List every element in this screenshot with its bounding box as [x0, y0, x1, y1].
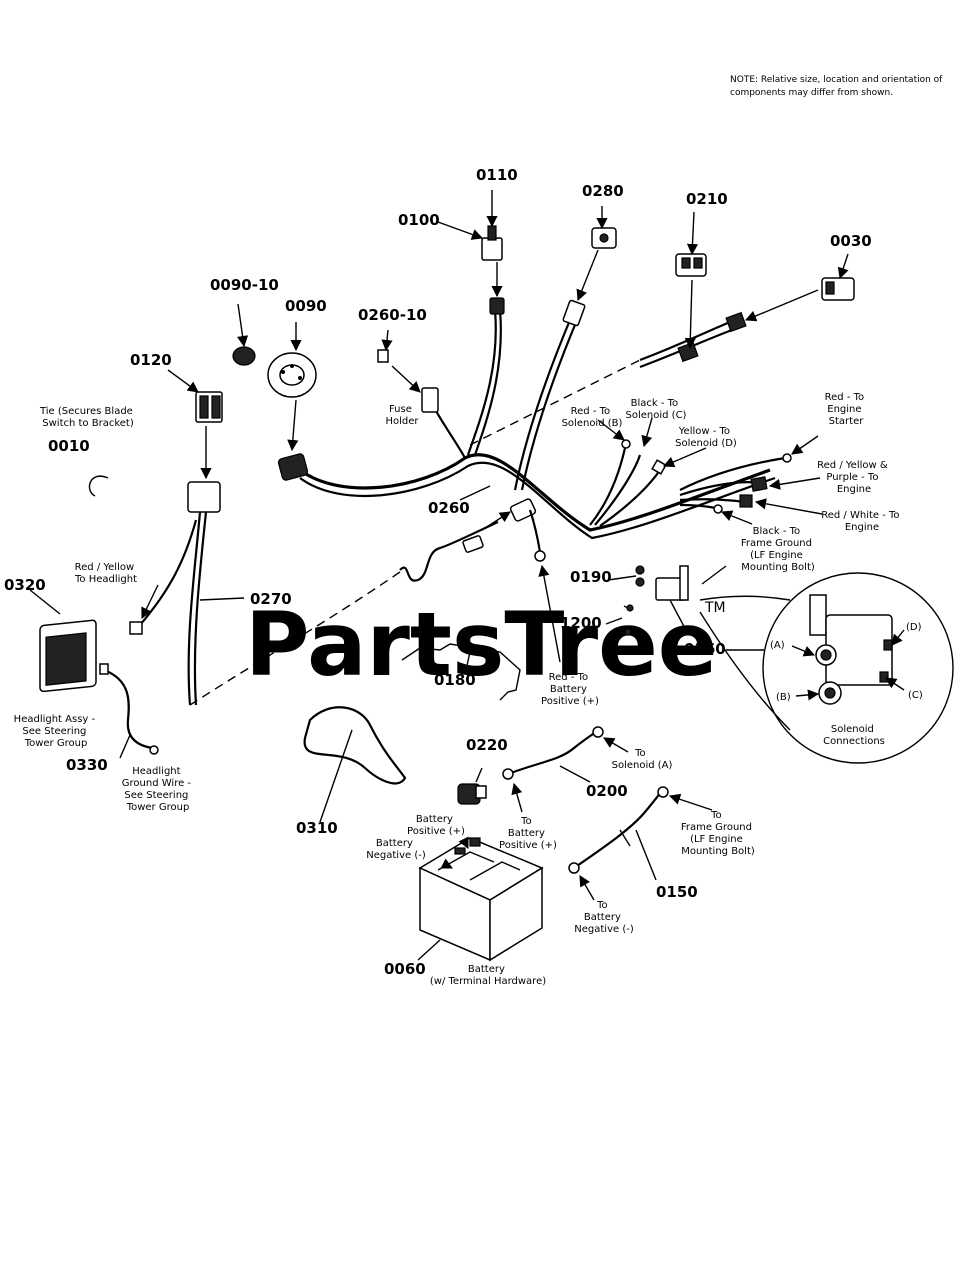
note-line-2: components may differ from shown. — [730, 88, 893, 98]
label-battery: Battery (w/ Terminal Hardware) — [430, 964, 546, 987]
label-red-battery-pos: Red - To Battery Positive (+) — [541, 672, 599, 707]
blade-switch — [195, 391, 223, 423]
label-to-frame-ground: To Frame Ground (LF Engine Mounting Bolt… — [681, 810, 755, 857]
label-battery-negative: Battery Negative (-) — [366, 838, 426, 861]
connector-0210 — [675, 253, 707, 277]
solenoid-connections-detail — [699, 572, 954, 764]
tie-shape — [88, 475, 109, 497]
part-num-0180: 0180 — [434, 671, 476, 689]
label-red-solenoid-b: Red - To Solenoid (B) — [562, 406, 623, 429]
connector-0030-plug — [725, 311, 747, 333]
label-fuse-holder: Fuse Holder — [385, 404, 419, 427]
part-num-0260-10: 0260-10 — [358, 306, 427, 324]
watermark-tm: TM — [704, 600, 726, 616]
cable-0200 — [507, 731, 597, 776]
part-num-0310: 0310 — [296, 819, 338, 837]
part-num-0260: 0260 — [428, 499, 470, 517]
label-headlight-assy: Headlight Assy - See Steering Tower Grou… — [14, 714, 99, 749]
label-battery-positive: Battery Positive (+) — [407, 814, 465, 837]
headlight-assy — [39, 619, 97, 693]
label-sol-b: (B) — [776, 692, 791, 703]
fuse-holder-shape — [421, 387, 439, 413]
part-num-0280: 0280 — [582, 182, 624, 200]
label-red-engine-starter: Red - To Engine Starter — [825, 392, 868, 427]
part-num-0190: 0190 — [570, 568, 612, 586]
label-red-yellow-purple: Red / Yellow & Purple - To Engine — [817, 460, 891, 495]
solenoid-0160 — [635, 565, 689, 601]
label-sol-a: (A) — [770, 640, 785, 651]
screws-1200 — [621, 604, 634, 636]
terminal-boot-0220 — [457, 783, 487, 805]
watermark: PartsTree TM — [245, 593, 726, 696]
note-line-1: NOTE: Relative size, location and orient… — [730, 75, 943, 85]
part-num-0030: 0030 — [830, 232, 872, 250]
part-num-0270: 0270 — [250, 590, 292, 608]
part-num-0220: 0220 — [466, 736, 508, 754]
connector-0280-plug — [562, 299, 586, 327]
label-headlight-ground: Headlight Ground Wire - See Steering Tow… — [122, 766, 194, 813]
label-black-frame-ground: Black - To Frame Ground (LF Engine Mount… — [741, 526, 815, 573]
label-red-white-engine: Red / White - To Engine — [821, 510, 902, 533]
part-num-0200: 0200 — [586, 782, 628, 800]
label-to-battery-neg: To Battery Negative (-) — [574, 900, 634, 935]
relay-0280 — [591, 227, 617, 249]
battery-0060 — [418, 837, 544, 962]
label-tie: Tie (Secures Blade Switch to Bracket) — [39, 406, 136, 429]
connector-0100 — [481, 225, 503, 261]
connector-0270-shape — [187, 481, 221, 513]
label-to-solenoid-a: To Solenoid (A) — [612, 748, 673, 771]
part-num-0330: 0330 — [66, 756, 108, 774]
part-num-0160: 0160 — [684, 640, 726, 658]
part-num-1200: 1200 — [560, 614, 602, 632]
ignition-switch — [267, 352, 317, 481]
part-numbers: 0010 0030 0060 0090 0090-10 0100 0110 01… — [4, 166, 872, 978]
part-num-0100: 0100 — [398, 211, 440, 229]
label-red-yellow-headlight: Red / Yellow To Headlight — [74, 562, 137, 585]
part-num-0090: 0090 — [285, 297, 327, 315]
label-sol-c: (C) — [908, 690, 923, 701]
bracket-0180 — [401, 643, 521, 701]
part-num-0210: 0210 — [686, 190, 728, 208]
cable-0150 — [573, 789, 663, 869]
part-num-0060: 0060 — [384, 960, 426, 978]
label-to-battery-pos: To Battery Positive (+) — [499, 816, 557, 851]
label-solenoid-connections: Solenoid Connections — [823, 724, 885, 747]
label-black-solenoid-c: Black - To Solenoid (C) — [626, 398, 687, 421]
ignition-key — [232, 346, 256, 366]
headlight-ground-wire — [103, 668, 153, 750]
part-num-0010: 0010 — [48, 437, 90, 455]
part-num-0090-10: 0090-10 — [210, 276, 279, 294]
part-num-0110: 0110 — [476, 166, 518, 184]
label-yellow-solenoid-d: Yellow - To Solenoid (D) — [675, 426, 737, 449]
part-num-0320: 0320 — [4, 576, 46, 594]
leader-lines — [29, 190, 905, 961]
connector-0110-plug — [489, 297, 505, 315]
callout-labels: Tie (Secures Blade Switch to Bracket) Fu… — [14, 392, 923, 987]
watermark-text: PartsTree — [245, 593, 717, 696]
part-num-0150: 0150 — [656, 883, 698, 901]
label-sol-d: (D) — [906, 622, 922, 633]
fuse-0260-10 — [377, 349, 389, 363]
connector-0030 — [821, 277, 855, 301]
part-num-0120: 0120 — [130, 351, 172, 369]
loop-0310 — [303, 706, 407, 785]
note: NOTE: Relative size, location and orient… — [730, 75, 943, 98]
